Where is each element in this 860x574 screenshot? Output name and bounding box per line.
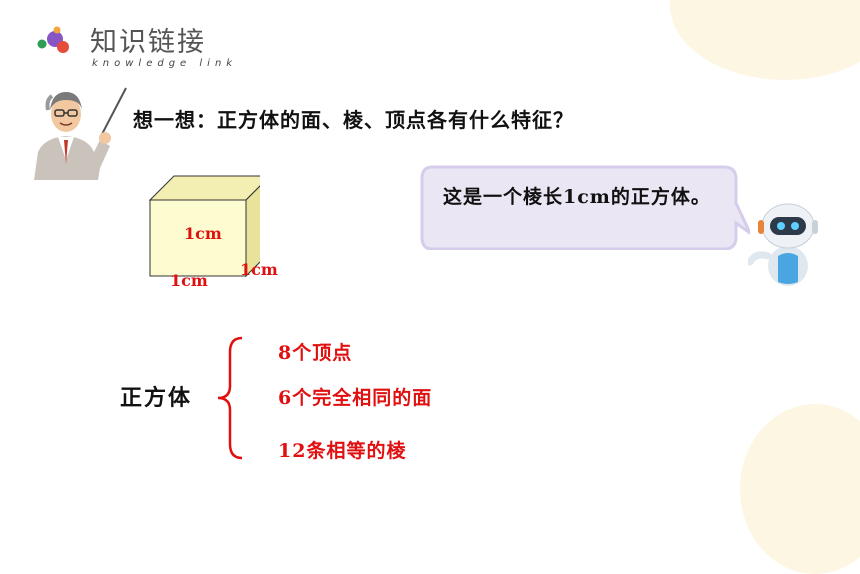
curly-brace: [217, 336, 243, 460]
question-text: 想一想：正方体的面、棱、顶点各有什么特征？: [133, 108, 574, 132]
feature-edges: 12条相等的棱: [278, 440, 407, 462]
cube-label-side: 1cm: [240, 260, 278, 279]
header-subtitle: knowledge link: [92, 58, 238, 69]
feature-faces: 6个完全相同的面: [278, 387, 433, 409]
cube-label-front: 1cm: [184, 224, 222, 243]
speech-bubble: [420, 165, 750, 250]
summary-subject: 正方体: [120, 385, 193, 411]
teacher-pointer-icon: [34, 87, 127, 180]
corner-decoration-bottom: [740, 404, 860, 574]
corner-decoration-top: [670, 0, 860, 80]
cube-diagram: [148, 175, 260, 278]
header-title: 知识链接: [90, 27, 206, 58]
robot-icon: [748, 203, 818, 286]
feature-vertices: 8个顶点: [278, 342, 353, 364]
logo-dots-icon: [37, 26, 69, 53]
bubble-text: 这是一个棱长1cm的正方体。: [443, 186, 711, 208]
cube-label-bottom: 1cm: [170, 271, 208, 290]
